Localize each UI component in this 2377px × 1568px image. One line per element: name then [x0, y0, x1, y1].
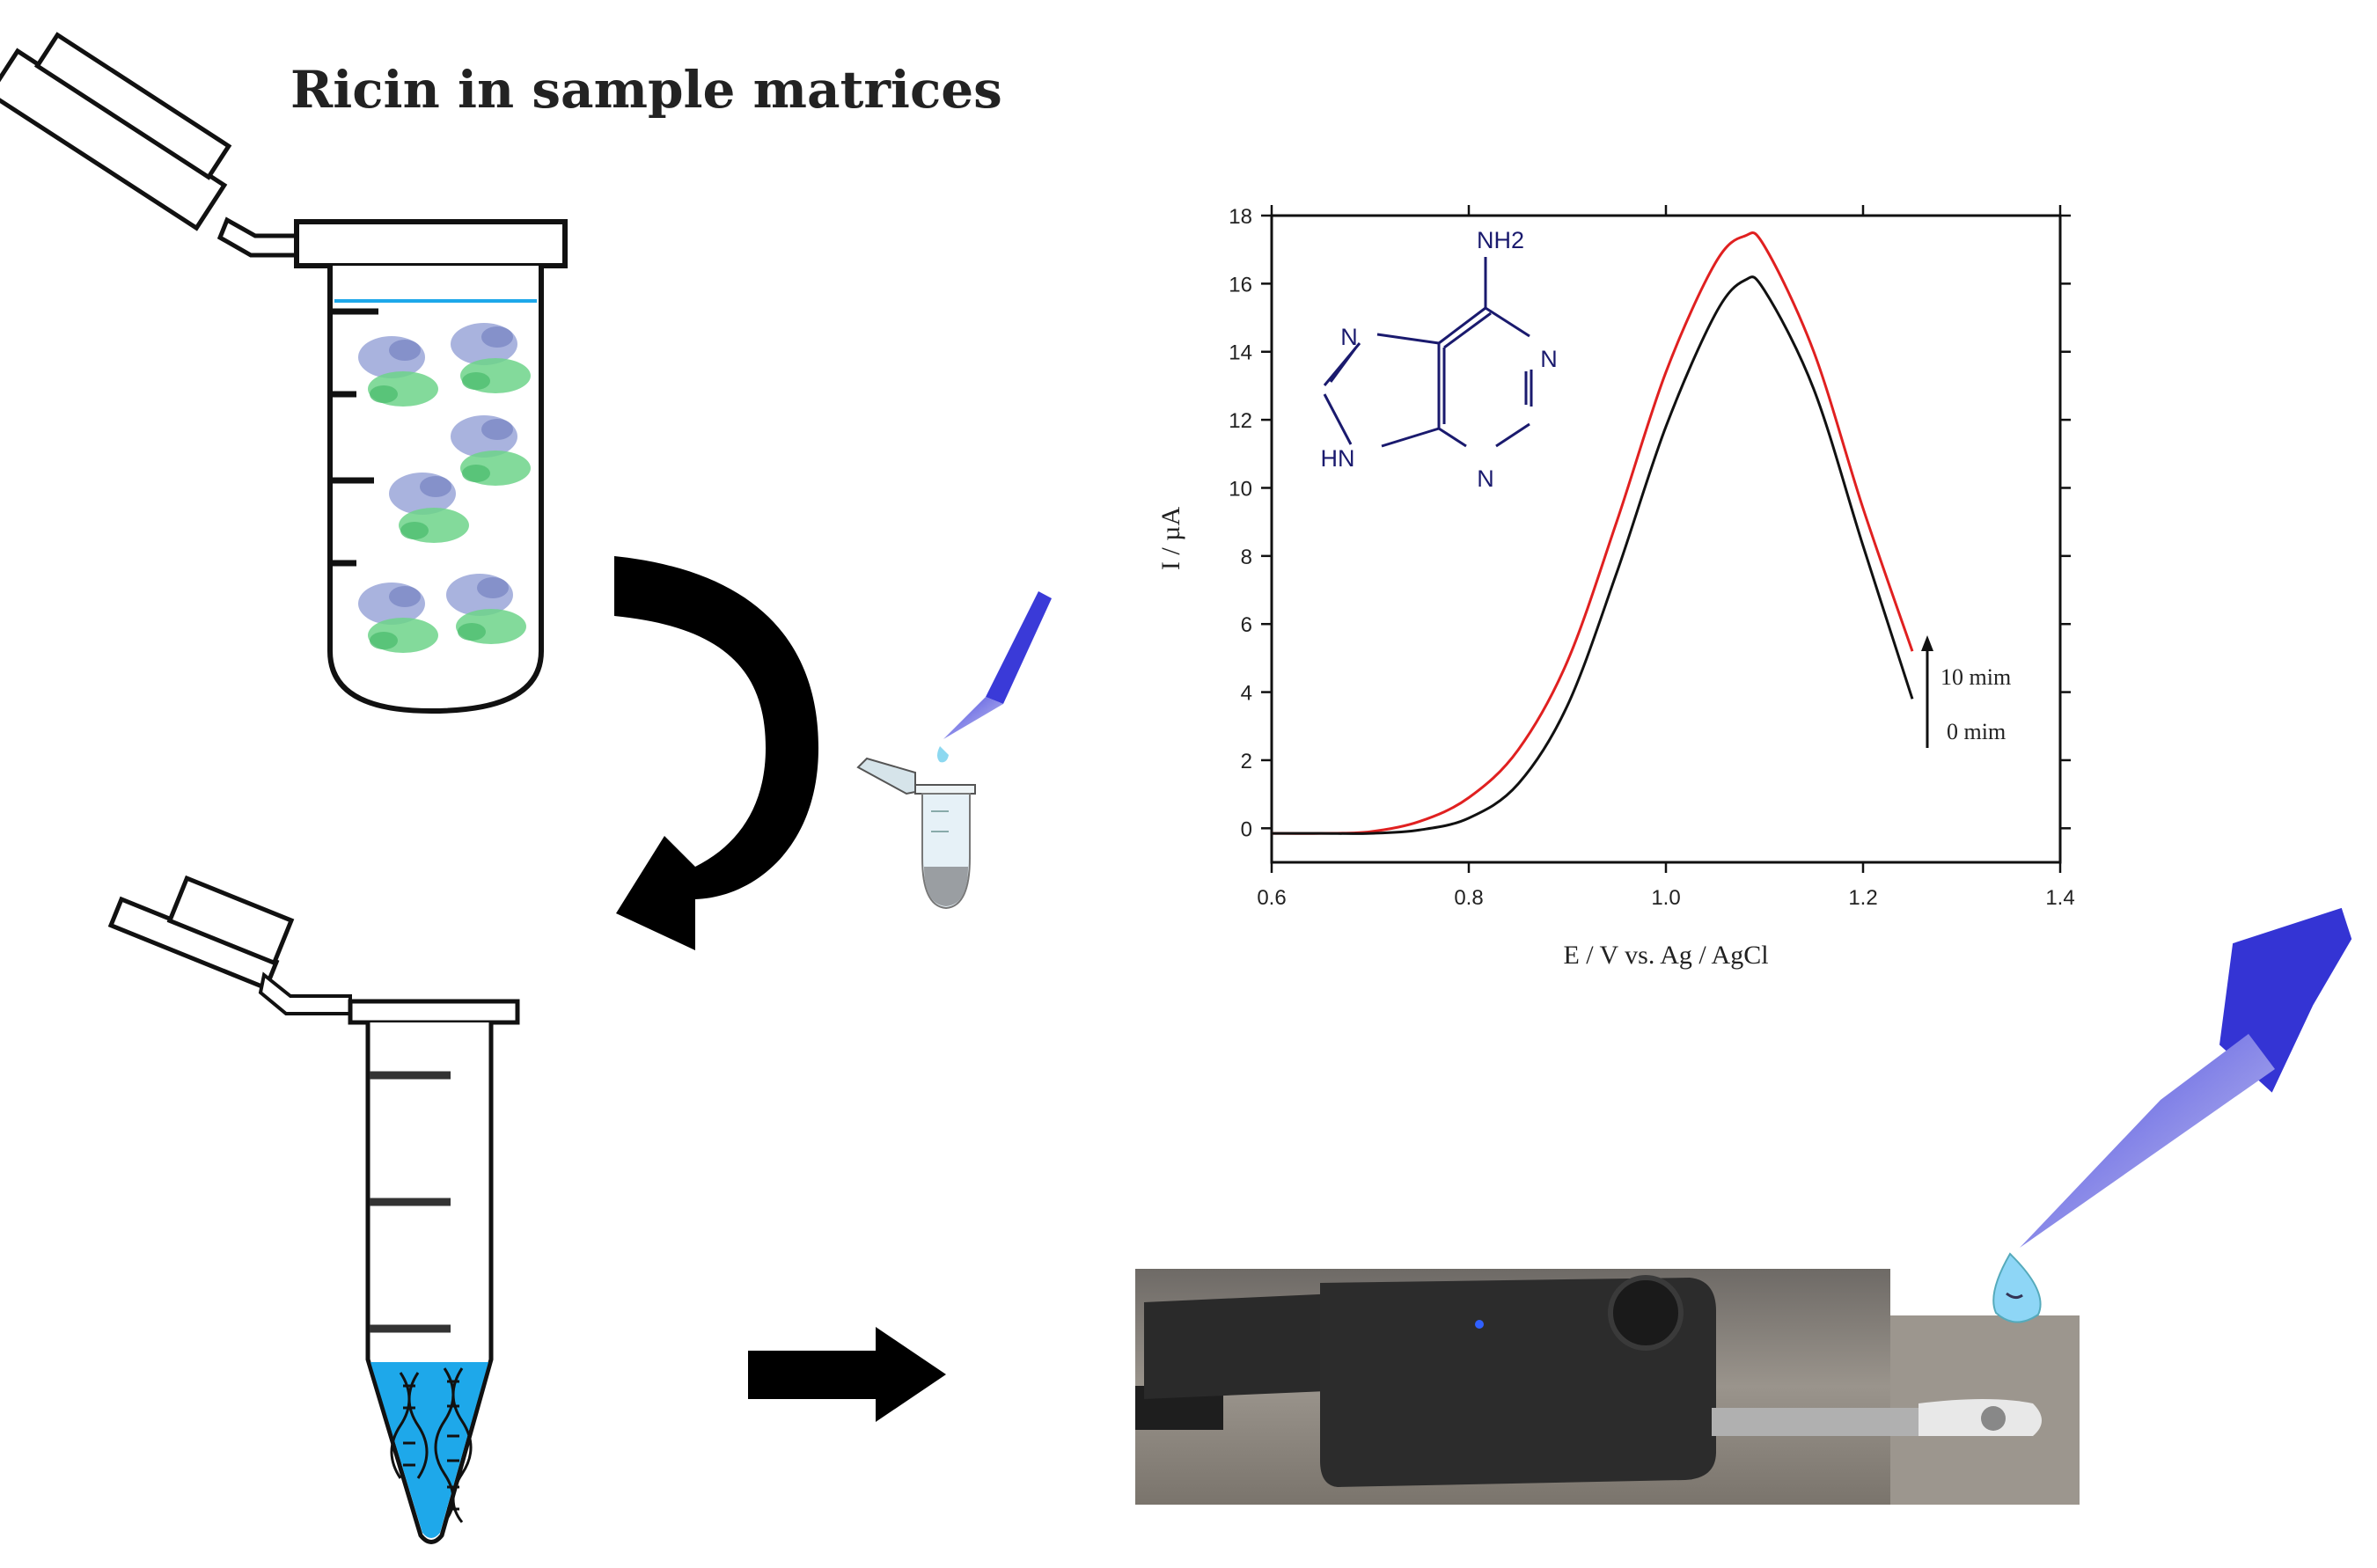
protein-icon	[389, 473, 469, 543]
dna-helix-icon	[390, 1367, 473, 1523]
y-tick-label: 14	[1229, 341, 1252, 365]
x-tick-label: 0.8	[1454, 886, 1483, 910]
right-arrow-icon	[748, 1327, 946, 1422]
annotation-arrowhead	[1921, 635, 1933, 651]
x-tick-label: 0.6	[1257, 886, 1286, 910]
molecule-label: N	[1540, 346, 1558, 372]
annotation-10-min: 10 mim	[1940, 664, 2011, 690]
y-tick-label: 6	[1241, 613, 1252, 637]
protein-icon	[451, 415, 531, 486]
x-tick-label: 1.2	[1848, 886, 1877, 910]
molecule-label: N	[1340, 324, 1358, 350]
x-tick-label: 1.0	[1651, 886, 1680, 910]
y-axis-label: I / µA	[1156, 507, 1185, 571]
molecule-label: HN	[1321, 445, 1355, 472]
molecule-label: N	[1477, 465, 1494, 492]
ricin-proteins	[358, 323, 531, 653]
y-tick-label: 2	[1241, 750, 1252, 773]
figure-title: Ricin in sample matrices	[290, 60, 1002, 120]
y-tick-label: 16	[1229, 273, 1252, 297]
protein-icon	[451, 323, 531, 393]
y-tick-label: 0	[1241, 817, 1252, 841]
protein-icon	[358, 336, 438, 407]
x-tick-label: 1.4	[2045, 886, 2074, 910]
y-tick-label: 4	[1241, 682, 1252, 706]
series-line	[1272, 275, 1914, 835]
adenine-structure-icon	[1323, 257, 1533, 448]
series-line	[1271, 231, 1914, 835]
electrochemical-device-photo	[1135, 1269, 2080, 1505]
y-tick-label: 18	[1229, 205, 1252, 229]
curved-arrow-icon	[614, 556, 818, 950]
molecule-label: NH2	[1477, 227, 1524, 253]
protein-icon	[446, 574, 526, 644]
plot-frame	[1270, 214, 2062, 864]
protein-icon	[358, 583, 438, 653]
y-tick-label: 10	[1229, 477, 1252, 501]
y-tick-label: 8	[1241, 546, 1252, 569]
x-axis-label: E / V vs. Ag / AgCl	[1563, 941, 1768, 970]
y-tick-label: 12	[1229, 409, 1252, 433]
eppendorf-tube-icon	[107, 875, 520, 1544]
pipette-icon	[1992, 907, 2352, 1323]
pipette-icon	[937, 591, 1052, 763]
annotation-0-min: 0 mim	[1947, 719, 2006, 744]
voltammogram-chart: 0 2 4 6 8 10 12 14 16 18 0.6 0.8 1.0 1.2 1.4 E / V vs…	[1156, 205, 2075, 970]
small-eppendorf-icon	[856, 757, 976, 910]
